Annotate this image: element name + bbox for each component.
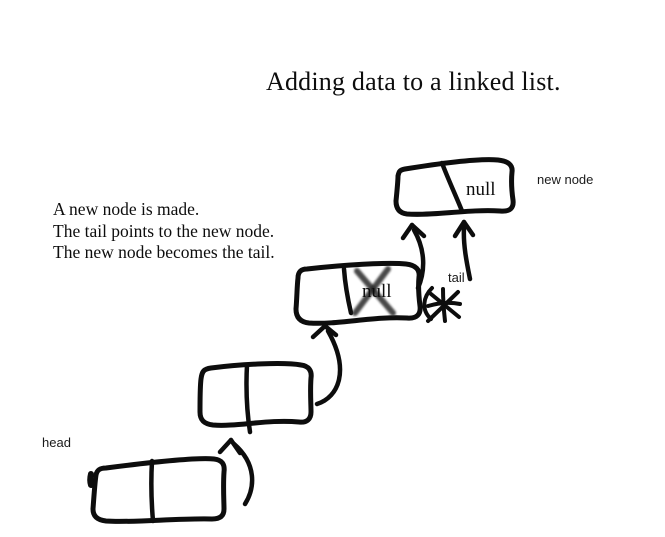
description-block: A new node is made. The tail points to t… bbox=[53, 199, 275, 264]
head-label: head bbox=[42, 435, 71, 450]
node-2-divider bbox=[244, 362, 253, 435]
arrow-tail-to-newnode bbox=[452, 219, 476, 282]
page-title: Adding data to a linked list. bbox=[266, 67, 561, 96]
node-2-box bbox=[197, 361, 314, 435]
node-new-box bbox=[393, 157, 516, 217]
arrow-oldtail-to-newnode bbox=[400, 222, 427, 291]
description-line-1: A new node is made. bbox=[53, 199, 200, 219]
new-node-label: new node bbox=[537, 172, 594, 187]
node-old-tail-box bbox=[293, 260, 423, 326]
description-line-2: The tail points to the new node. bbox=[53, 220, 275, 241]
cross-out-x bbox=[352, 266, 396, 316]
node-head-divider bbox=[149, 458, 156, 524]
arrow-head-to-node2 bbox=[217, 437, 255, 507]
description-line-3: The new node becomes the tail. bbox=[53, 242, 275, 262]
node-old-tail-divider bbox=[341, 266, 354, 316]
new-node-null-value: null bbox=[466, 179, 496, 200]
arrow-node2-to-oldtail bbox=[310, 323, 343, 407]
asterisk-scribble bbox=[422, 286, 462, 323]
tail-label: tail bbox=[448, 270, 465, 285]
node-head-box bbox=[87, 456, 227, 524]
pen-blob bbox=[87, 471, 94, 488]
old-tail-null-value: null bbox=[362, 281, 392, 302]
node-new-divider bbox=[439, 160, 465, 214]
